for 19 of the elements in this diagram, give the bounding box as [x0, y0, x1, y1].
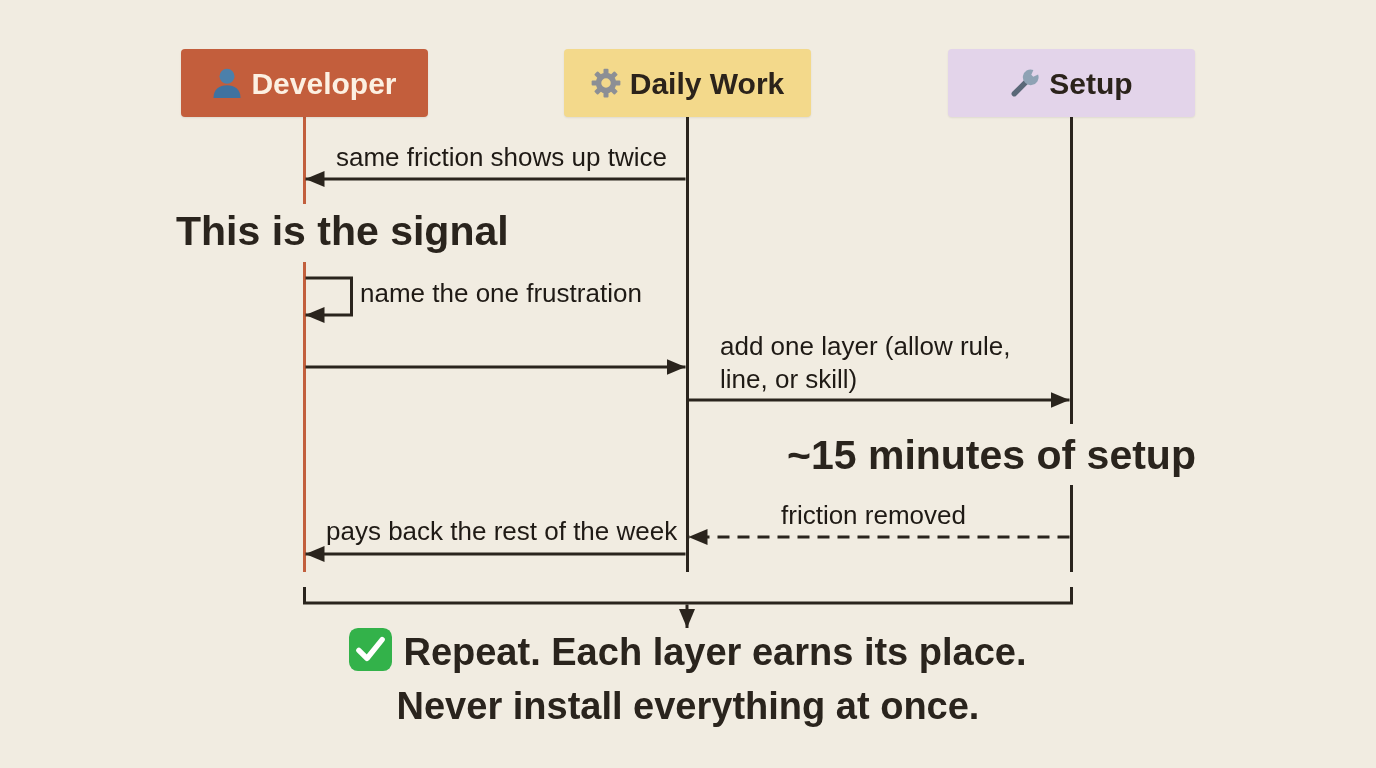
arrow — [679, 604, 695, 628]
arrow — [305, 276, 353, 323]
note-label: ~15 minutes of setup — [787, 432, 1196, 479]
arrow — [305, 359, 686, 375]
participant-label: Daily Work — [629, 66, 785, 100]
arrow — [688, 529, 1070, 545]
lifeline — [685, 117, 689, 572]
participant-label: Setup — [1049, 66, 1133, 100]
participant-box — [181, 49, 428, 117]
arrow — [305, 546, 686, 562]
bracket — [302, 587, 1073, 605]
participant-box — [948, 49, 1195, 117]
participant-label: Developer — [251, 66, 397, 100]
conclusion-text: Repeat. Each layer earns its place. Never install everything at once. — [396, 631, 1027, 727]
lifeline — [302, 117, 306, 572]
arrow — [688, 392, 1070, 408]
arrow — [305, 171, 686, 187]
participant-box — [564, 49, 811, 117]
note-label: This is the signal — [176, 208, 509, 255]
